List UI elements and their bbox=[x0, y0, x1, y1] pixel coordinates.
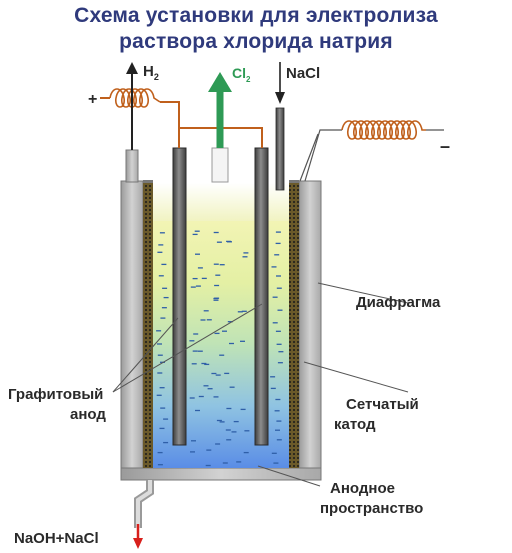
anode-space-label-line2: пространство bbox=[320, 500, 423, 517]
anode-coil bbox=[109, 88, 161, 108]
anode-label-line1: Графитовый bbox=[8, 386, 103, 403]
outlet-label: NaOH+NaCl bbox=[14, 530, 99, 547]
cathode-label-line1: Сетчатый bbox=[346, 396, 419, 413]
anode-label-line2: анод bbox=[70, 406, 106, 423]
nacl-inlet-tube bbox=[275, 107, 285, 191]
title-line-2: раствора хлорида натрия bbox=[119, 30, 393, 53]
h2-arrow-head bbox=[126, 62, 138, 74]
liquid-texture bbox=[156, 230, 284, 467]
graphite-anode-left bbox=[172, 147, 187, 446]
outlet-arrow-head bbox=[133, 538, 143, 549]
cathode-coil bbox=[341, 120, 426, 140]
cathode-label-line2: катод bbox=[334, 416, 376, 433]
nacl-arrow-head bbox=[275, 92, 285, 104]
anode-space-label-line1: Анодное bbox=[330, 480, 395, 497]
title-line-1: Схема установки для электролиза bbox=[74, 4, 438, 27]
diaphragm-right bbox=[289, 183, 299, 468]
cl2-arrow-head bbox=[208, 72, 232, 92]
plus-sign: + bbox=[88, 91, 97, 108]
nacl-label: NaCl bbox=[286, 65, 320, 82]
h2-label: H2 bbox=[143, 63, 159, 82]
leader-lines bbox=[112, 282, 409, 487]
diaphragm-left bbox=[143, 183, 153, 468]
minus-sign: – bbox=[440, 136, 450, 156]
diaphragm-label: Диафрагма bbox=[356, 294, 441, 311]
cl2-label: Cl2 bbox=[232, 65, 251, 84]
graphite-anode-right bbox=[254, 147, 269, 446]
